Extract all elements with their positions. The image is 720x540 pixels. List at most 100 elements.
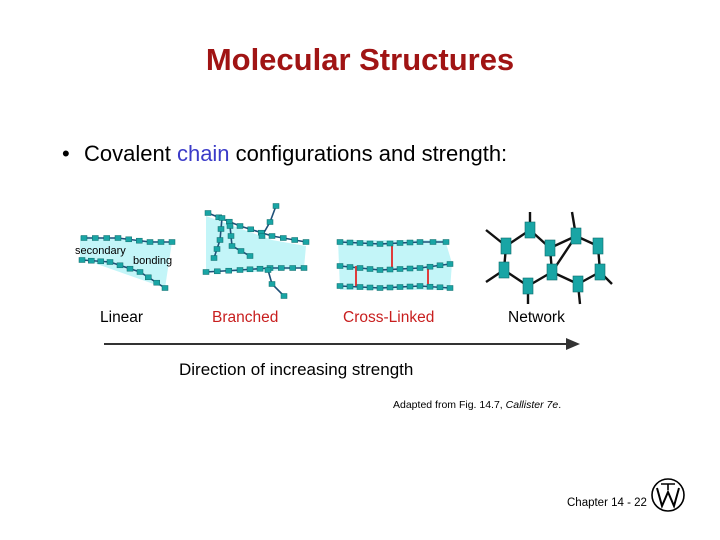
crosslinked-chain-2-monomer bbox=[446, 261, 454, 267]
label-bonding: bonding bbox=[133, 255, 173, 267]
beads-group bbox=[78, 203, 454, 299]
branched-side-2-monomer bbox=[272, 203, 280, 209]
branched-side-3-monomer bbox=[264, 267, 272, 273]
crosslinked-chain-2-monomer bbox=[336, 263, 344, 269]
network-node bbox=[592, 237, 604, 255]
branched-chain-2-monomer bbox=[214, 268, 221, 275]
crosslinked-chain-3-monomer bbox=[366, 284, 374, 291]
page-title: Molecular Structures bbox=[205, 42, 515, 77]
crosslinked-chain-3-monomer bbox=[396, 284, 404, 290]
crosslinked-chain-2-monomer bbox=[356, 265, 364, 271]
branched-side-2-monomer bbox=[266, 219, 274, 225]
linear-chain-2-monomer bbox=[136, 269, 144, 275]
branched-side-1-monomer bbox=[213, 246, 221, 252]
network-node bbox=[544, 239, 556, 257]
linear-chain-1-monomer bbox=[168, 239, 176, 245]
credit-post: . bbox=[558, 399, 562, 411]
branched-side-2-monomer bbox=[258, 233, 266, 239]
linear-chain-2-monomer bbox=[78, 257, 86, 263]
crosslinked-chain-2-monomer bbox=[416, 265, 424, 271]
crosslinked-chain-3-monomer bbox=[336, 283, 344, 289]
bullet-text: •Covalent chain configurations and stren… bbox=[62, 141, 507, 167]
branched-chain-1-monomer bbox=[291, 237, 298, 243]
linear-chain-2-monomer bbox=[88, 257, 95, 264]
linear-chain-2-monomer bbox=[116, 262, 124, 269]
branched-chain-1-monomer bbox=[302, 239, 310, 245]
network-node bbox=[522, 277, 534, 295]
crosslinked-chain-2-monomer bbox=[436, 262, 444, 269]
network-node bbox=[594, 263, 606, 281]
linear-chain-2-monomer bbox=[153, 279, 160, 286]
crosslinked-chain-2-monomer bbox=[426, 263, 434, 270]
label-network: Network bbox=[508, 309, 565, 326]
label-crosslinked: Cross-Linked bbox=[343, 309, 435, 326]
linear-chain-2-backbone bbox=[81, 259, 166, 289]
crosslinked-chain-2-monomer bbox=[386, 266, 394, 273]
branched-chain-2-monomer bbox=[300, 265, 308, 271]
crosslinked-chain-1-monomer bbox=[346, 239, 354, 246]
crosslinked-chain-2-monomer bbox=[406, 265, 414, 272]
crosslinked-chain-1-monomer bbox=[386, 240, 394, 247]
label-secondary: secondary bbox=[75, 245, 126, 257]
branched-side-1-monomer bbox=[217, 226, 225, 232]
credit-pre: Adapted from Fig. 14.7, bbox=[393, 399, 506, 411]
branched-chain-1-monomer bbox=[236, 223, 244, 229]
network-group bbox=[485, 211, 613, 305]
network-node bbox=[572, 275, 584, 293]
crosslinked-chain-1-monomer bbox=[336, 239, 344, 245]
crosslinked-chain-1-monomer bbox=[416, 239, 424, 245]
crosslinked-chain-3-monomer bbox=[426, 283, 434, 290]
label-linear: Linear bbox=[100, 309, 144, 326]
branched-chain-2-monomer bbox=[225, 267, 232, 274]
linear-chain-1-monomer bbox=[92, 235, 99, 241]
crosslinked-chain-3-monomer bbox=[416, 283, 424, 289]
linear-chain-1-monomer bbox=[80, 235, 88, 241]
crosslinked-chain-1-monomer bbox=[376, 241, 384, 247]
bullet-highlight: chain bbox=[176, 141, 230, 166]
crosslinks-group bbox=[355, 244, 429, 286]
crosslinked-chain-2-monomer bbox=[396, 266, 404, 272]
network-node bbox=[570, 227, 582, 245]
crosslinked-chain-1-monomer bbox=[396, 240, 404, 246]
branched-chain-1-monomer bbox=[204, 210, 212, 216]
branched-side-4-monomer bbox=[227, 233, 235, 239]
linear-chain-1-monomer bbox=[136, 237, 143, 244]
crosslinked-chain-3-monomer bbox=[406, 283, 414, 290]
branched-chain-2-monomer bbox=[246, 266, 254, 273]
crosslinked-chain-2-monomer bbox=[376, 267, 384, 273]
crosslinked-chain-1-monomer bbox=[429, 239, 437, 245]
branched-side-1-monomer bbox=[210, 255, 218, 261]
crosslinked-chain-3-monomer bbox=[376, 285, 384, 291]
linear-chain-1-monomer bbox=[114, 235, 122, 241]
network-node bbox=[546, 263, 558, 281]
strength-arrow-head bbox=[566, 338, 580, 350]
branched-chain-2-monomer bbox=[202, 269, 210, 275]
crosslinked-region bbox=[338, 240, 452, 290]
crosslinked-chain-3-monomer bbox=[436, 284, 444, 291]
bullet-pre: Covalent bbox=[84, 141, 177, 166]
branched-chain-1-monomer bbox=[268, 233, 276, 239]
crosslinked-chain-2-monomer bbox=[346, 264, 354, 270]
wiley-logo-icon bbox=[651, 478, 685, 512]
branched-side-3-monomer bbox=[280, 293, 288, 299]
branched-chain-2-monomer bbox=[256, 265, 264, 272]
branched-chain-2-monomer bbox=[289, 265, 296, 271]
linear-chain-1-monomer bbox=[157, 239, 165, 245]
crosslinked-chain-3-monomer bbox=[446, 285, 454, 291]
figure-credit: Adapted from Fig. 14.7, Callister 7e. bbox=[393, 399, 561, 411]
crosslinked-chain-3-monomer bbox=[386, 284, 394, 291]
crosslinked-chain-1-monomer bbox=[406, 239, 414, 246]
bullet-post: configurations and strength: bbox=[229, 141, 508, 166]
branched-side-4-monomer bbox=[228, 243, 236, 249]
linear-chain-1-monomer bbox=[103, 235, 110, 241]
arrow-caption: Direction of increasing strength bbox=[179, 360, 414, 379]
branched-chain-2-backbone bbox=[205, 267, 304, 273]
crosslinked-chain-1-monomer bbox=[442, 239, 450, 245]
crosslinked-chain-1-monomer bbox=[366, 240, 374, 247]
branched-chain-2-monomer bbox=[236, 267, 244, 273]
linear-chain-2-monomer bbox=[106, 259, 114, 265]
linear-chain-1-monomer bbox=[146, 239, 154, 245]
branched-chain-2-monomer bbox=[278, 265, 285, 271]
